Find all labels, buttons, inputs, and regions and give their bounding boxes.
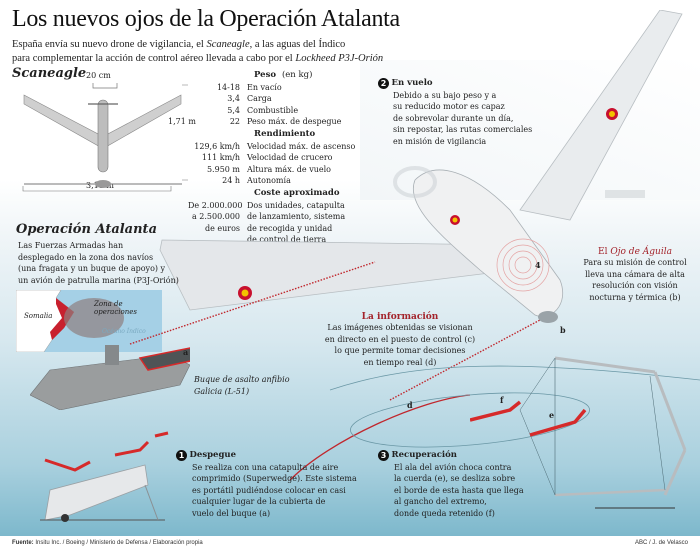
subtitle-text: para complementar la acción de control a…	[12, 53, 296, 64]
recovery-orbit	[350, 392, 590, 448]
subtitle-drone-name: Scaneagle	[206, 39, 250, 50]
footer-credit: ABC / J. de Velasco	[634, 540, 688, 546]
drone-on-catapult	[44, 458, 91, 472]
map-label-oceano: Océano Índico	[102, 328, 146, 335]
link-camera-to-d	[389, 319, 541, 401]
label-b: b	[560, 325, 566, 335]
operations-zone	[64, 298, 124, 338]
takeoff-arc	[289, 394, 471, 481]
subtitle-plane-name: Lockheed P3J-Orión	[295, 53, 384, 64]
ojo-title: El	[598, 247, 611, 257]
signal-rings	[496, 238, 550, 292]
label-4: 4	[535, 260, 541, 270]
spec-row: de control de tierra	[247, 235, 327, 245]
operacion-text: Las Fuerzas Armadas han desplegado en la…	[18, 241, 179, 285]
flight-path	[329, 365, 700, 391]
en-vuelo-text: de sobrevolar durante un día,	[393, 113, 514, 123]
front-view-body	[95, 180, 111, 188]
page-title: Los nuevos ojos de la Operación Atalanta	[12, 6, 400, 32]
label-d: d	[407, 400, 413, 410]
scaneagle-top-view-diagram	[23, 83, 188, 188]
drone-approaching	[470, 400, 522, 422]
drone-fuselage	[413, 169, 564, 317]
en-vuelo-section: 2 En vuelo Debido a su bajo peso y a su …	[378, 77, 532, 147]
en-vuelo-text: su reducido motor es capaz	[393, 102, 505, 111]
link-drone-to-control	[129, 261, 376, 345]
recuperacion-section: 3 Recuperación El ala del avión choca co…	[378, 449, 524, 519]
en-vuelo-title: En vuelo	[391, 78, 433, 88]
informacion-title: La información	[361, 312, 439, 322]
length-dimension-bracket	[182, 84, 188, 181]
label-a: a	[183, 347, 189, 357]
skyhook-recovery-illustration	[470, 356, 687, 509]
ojo-title-name: Ojo de Águila	[610, 247, 672, 257]
label-e: e	[549, 410, 555, 420]
propeller-blur	[393, 166, 437, 198]
specs-rendimiento-heading: Rendimiento	[254, 128, 316, 139]
label-f: f	[500, 395, 504, 405]
nose-dimension-bracket	[92, 83, 118, 89]
distant-ship	[605, 190, 645, 198]
ship-galicia	[30, 345, 190, 410]
step-1-badge: 1	[176, 449, 187, 461]
catapult-wheel	[61, 514, 69, 522]
subtitle-text: España envía su nuevo drone de vigilanci…	[12, 39, 207, 50]
drone-right-wing	[519, 10, 683, 221]
subtitle-text: , a las aguas del Índico	[249, 39, 346, 50]
despegue-section: 1 Despegue Se realiza con una catapulta …	[176, 449, 357, 519]
despegue-title: Despegue	[189, 450, 236, 460]
flight-deck	[138, 347, 190, 371]
page-subtitle: España envía su nuevo drone de vigilanci…	[12, 38, 383, 66]
dimension-nose: 20 cm	[86, 71, 111, 80]
span-dimension-bracket	[22, 186, 172, 192]
catapult-illustration	[40, 431, 169, 522]
drone-launched	[154, 431, 169, 438]
skyhook-bottom-arm	[554, 488, 666, 497]
drone-launching	[114, 440, 150, 457]
en-vuelo-text: en misión de vigilancia	[393, 136, 487, 146]
skyhook-top-arm	[554, 356, 656, 374]
map-land	[16, 290, 124, 352]
skyhook-mast	[653, 371, 687, 451]
specs-peso-heading: Peso (en kg)	[254, 70, 313, 80]
specs-peso-unit: (en kg)	[281, 70, 313, 80]
informacion-section: La información Las imágenes obtenidas se…	[310, 312, 490, 368]
step-2-badge: 2	[378, 77, 389, 89]
ship-bridge	[105, 345, 119, 365]
fuselage	[97, 99, 109, 173]
recuperacion-title: Recuperación	[391, 450, 457, 460]
drone-illustration	[159, 10, 683, 323]
specs-coste-heading: Coste aproximado	[254, 187, 340, 198]
en-vuelo-text: sin repostar, las rutas comerciales	[393, 125, 533, 134]
step-3-badge: 3	[378, 449, 389, 461]
en-vuelo-text: Debido a su bajo peso y a	[393, 90, 497, 100]
dimension-length: 1,71 m	[168, 117, 196, 126]
operacion-heading: Operación Atalanta	[16, 222, 157, 237]
footer-source: Fuente: Insitu Inc. / Boeing / Ministeri…	[12, 540, 203, 546]
scaneagle-heading: Scaneagle	[12, 66, 87, 81]
ojo-section: El Ojo de Águila Para su misión de contr…	[583, 247, 687, 302]
map-label-somalia: Somalia	[24, 312, 53, 320]
drone-captured	[529, 408, 587, 437]
camera-turret	[538, 311, 558, 323]
